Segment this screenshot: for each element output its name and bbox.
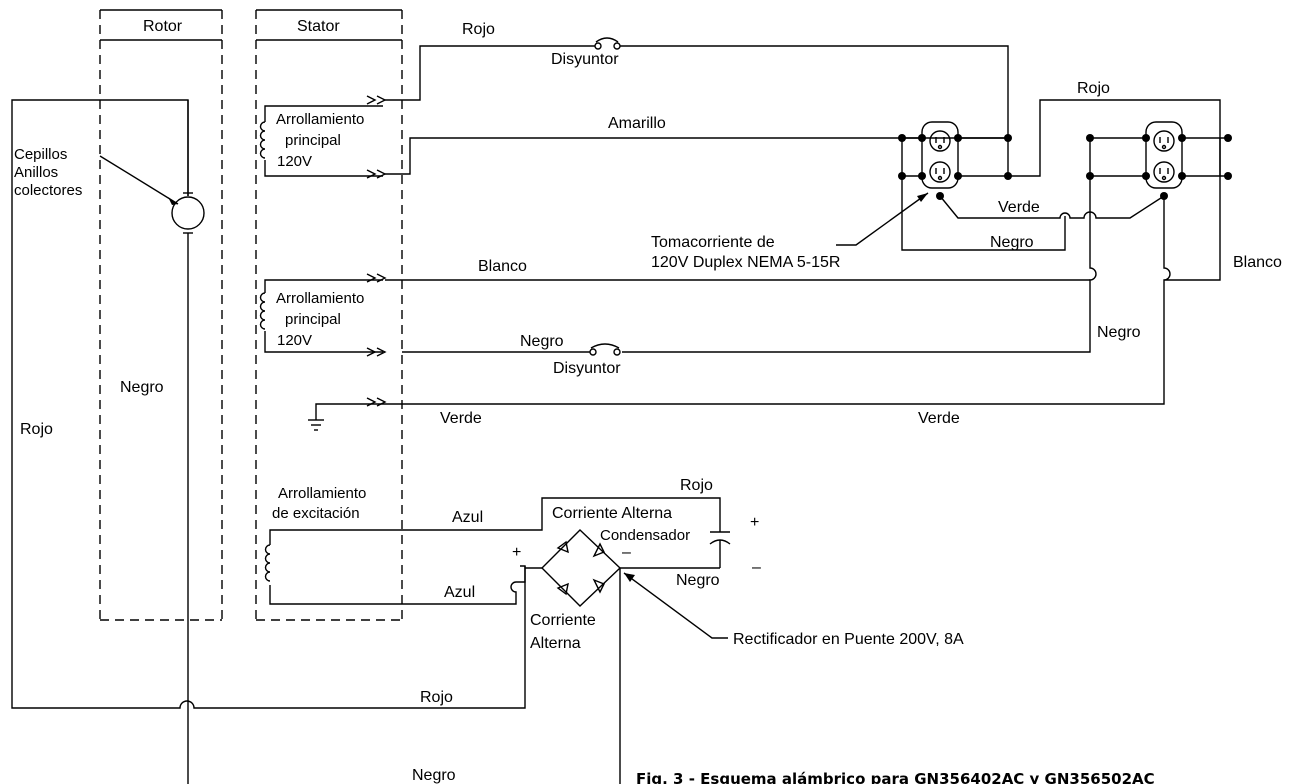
white-wire-label: Blanco: [478, 258, 527, 275]
breaker-1-label: Disyuntor: [551, 51, 619, 68]
red-wire-label-rectifier: Rojo: [680, 477, 713, 494]
capacitor-label: Condensador: [600, 527, 690, 544]
svg-text:120V: 120V: [277, 332, 312, 349]
white-wire-label-right: Blanco: [1233, 254, 1282, 271]
rectifier-label: Rectificador en Puente 200V, 8A: [733, 631, 964, 648]
black-wire-label-recept: Negro: [990, 234, 1034, 251]
brushes-label-line2: Anillos: [14, 164, 58, 181]
receptacle-2-icon: [1145, 121, 1183, 189]
stator-box: Stator: [255, 9, 403, 621]
svg-text:120V: 120V: [277, 153, 312, 170]
blue-wire-label-bottom: Azul: [444, 584, 475, 601]
capacitor-icon: [709, 524, 731, 568]
receptacle-1-icon: [921, 121, 959, 189]
minus-sign-cap: –: [752, 559, 761, 576]
green-wire-label-left: Verde: [440, 410, 482, 427]
yellow-wire-label: Amarillo: [608, 115, 666, 132]
svg-text:principal: principal: [285, 311, 341, 328]
red-wire-label-top: Rojo: [462, 21, 495, 38]
connector-arrow-icon: [366, 347, 387, 357]
figure-caption: Fig. 3 - Esquema alámbrico para GN356402…: [636, 770, 1155, 784]
svg-text:Arrollamiento: Arrollamiento: [278, 485, 366, 502]
stator-label: Stator: [297, 18, 340, 35]
black-wire-label-mid: Negro: [520, 333, 564, 350]
ac-label-bottom-line2: Alterna: [530, 635, 581, 652]
brushes-label-line1: Cepillos: [14, 146, 67, 163]
rotor-red-label: Rojo: [20, 421, 53, 438]
black-wire-label-right: Negro: [1097, 324, 1141, 341]
ac-label-top: Corriente Alterna: [552, 505, 672, 522]
rotor-black-label: Negro: [120, 379, 164, 396]
svg-text:Arrollamiento: Arrollamiento: [276, 290, 364, 307]
connector-arrow-icon: [366, 169, 387, 179]
green-wire-label-recept: Verde: [998, 199, 1040, 216]
black-wire-label-rect: Negro: [676, 572, 720, 589]
svg-text:de excitación: de excitación: [272, 505, 360, 522]
connector-arrow-icon: [366, 397, 387, 407]
breaker-2-label: Disyuntor: [553, 360, 621, 377]
main-winding-2: Arrollamiento principal 120V: [259, 273, 387, 407]
breaker-1-icon: [594, 37, 621, 50]
slip-ring-brush-icon: [171, 192, 205, 234]
connector-arrow-icon: [366, 273, 387, 283]
minus-sign-rect: –: [622, 544, 631, 561]
black-wire-label-bottom: Negro: [412, 767, 456, 784]
bridge-rectifier-icon: [525, 529, 720, 607]
ac-label-bottom-line1: Corriente: [530, 612, 596, 629]
blue-wire-label-top: Azul: [452, 509, 483, 526]
rotor-label: Rotor: [143, 18, 183, 35]
green-wire-label-right: Verde: [918, 410, 960, 427]
main-winding-1: Arrollamiento principal 120V: [259, 95, 387, 179]
svg-text:principal: principal: [285, 132, 341, 149]
red-wire-label-bottom: Rojo: [420, 689, 453, 706]
receptacle-label-line2: 120V Duplex NEMA 5-15R: [651, 254, 840, 271]
breaker-2-icon: [589, 343, 622, 356]
plus-sign-cap: +: [750, 514, 759, 531]
rotor-box: Rotor: [99, 9, 223, 621]
plus-sign-rect: +: [512, 544, 521, 561]
connector-arrow-icon: [366, 95, 387, 105]
red-wire-label-right: Rojo: [1077, 80, 1110, 97]
brushes-label-line3: colectores: [14, 182, 82, 199]
excitation-winding: Arrollamiento de excitación: [264, 485, 721, 605]
svg-text:Arrollamiento: Arrollamiento: [276, 111, 364, 128]
receptacle-label-line1: Tomacorriente de: [651, 234, 775, 251]
